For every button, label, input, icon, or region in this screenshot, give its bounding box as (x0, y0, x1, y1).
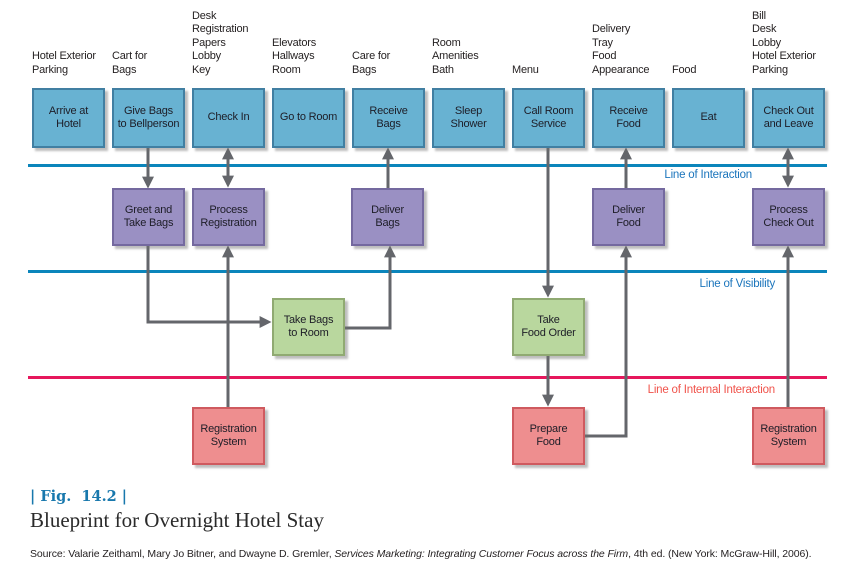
line-of-internal-interaction-label: Line of Internal Interaction (647, 384, 776, 396)
customer-action-box: Sleep Shower (432, 88, 505, 148)
physical-evidence-label: Bill Desk Lobby Hotel Exterior Parking (752, 9, 816, 76)
source-book-title: Services Marketing: Integrating Customer… (334, 548, 629, 560)
line-of-interaction (28, 164, 827, 167)
customer-action-box: Receive Food (592, 88, 665, 148)
line-of-visibility (28, 270, 827, 273)
physical-evidence-label: Desk Registration Papers Lobby Key (192, 9, 249, 76)
figure-title: Blueprint for Overnight Hotel Stay (30, 508, 324, 532)
physical-evidence-label: Cart for Bags (112, 50, 148, 76)
backstage-action-box: Take Food Order (512, 298, 585, 356)
onstage-action-box: Greet and Take Bags (112, 188, 185, 246)
physical-evidence-label: Food (672, 63, 697, 76)
backstage-action-box: Take Bags to Room (272, 298, 345, 356)
source-text: Source: Valarie Zeithaml, Mary Jo Bitner… (30, 548, 812, 560)
physical-evidence-label: Hotel Exterior Parking (32, 50, 96, 76)
physical-evidence-label: Room Amenities Bath (432, 36, 479, 76)
physical-evidence-label: Menu (512, 63, 539, 76)
line-of-visibility-label: Line of Visibility (699, 278, 776, 290)
customer-action-box: Go to Room (272, 88, 345, 148)
onstage-action-box: Deliver Bags (351, 188, 424, 246)
onstage-action-box: Process Registration (192, 188, 265, 246)
customer-action-box: Give Bags to Bellperson (112, 88, 185, 148)
onstage-action-box: Deliver Food (592, 188, 665, 246)
arrow-preparefood-to-deliverfood (584, 245, 632, 438)
arrow-takebags-to-deliverbags (344, 245, 396, 330)
physical-evidence-label: Care for Bags (352, 50, 391, 76)
customer-action-box: Check In (192, 88, 265, 148)
support-process-box: Registration System (192, 407, 265, 465)
source-prefix: Source: Valarie Zeithaml, Mary Jo Bitner… (30, 548, 335, 560)
figure-tag: | Fig. 14.2 | (30, 488, 128, 505)
physical-evidence-label: Elevators Hallways Room (272, 36, 317, 76)
line-of-internal-interaction (28, 376, 827, 379)
source-suffix: , 4th ed. (New York: McGraw-Hill, 2006). (628, 548, 812, 560)
arrow-greet-to-takebags (146, 245, 272, 328)
support-process-box: Registration System (752, 407, 825, 465)
customer-action-box: Arrive at Hotel (32, 88, 105, 148)
physical-evidence-label: Delivery Tray Food Appearance (592, 23, 650, 76)
support-process-box: Prepare Food (512, 407, 585, 465)
customer-action-box: Eat (672, 88, 745, 148)
customer-action-box: Call Room Service (512, 88, 585, 148)
line-of-interaction-label: Line of Interaction (664, 169, 752, 181)
customer-action-box: Check Out and Leave (752, 88, 825, 148)
customer-action-box: Receive Bags (352, 88, 425, 148)
onstage-action-box: Process Check Out (752, 188, 825, 246)
